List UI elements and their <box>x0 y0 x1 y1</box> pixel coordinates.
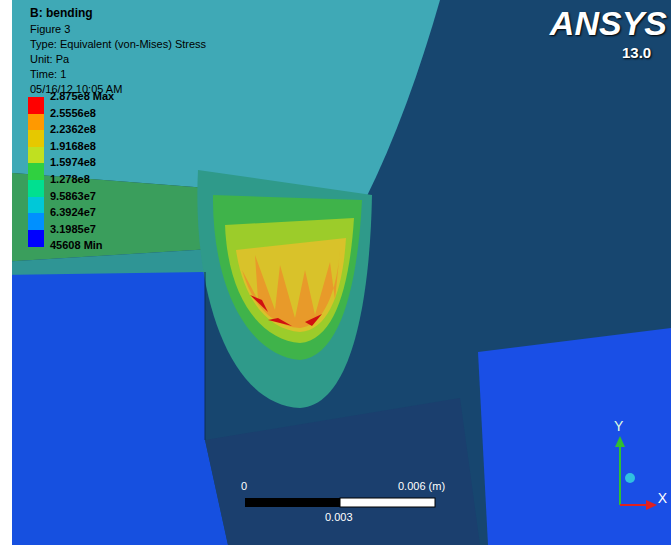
contour-band <box>213 195 362 360</box>
legend-value: 2.2362e8 <box>50 123 96 136</box>
axis-marker <box>625 473 635 483</box>
legend-swatch <box>28 114 44 131</box>
software-version: 13.0 <box>622 44 651 61</box>
legend-value: 6.3924e7 <box>50 206 96 219</box>
axis-line <box>619 445 621 505</box>
legend-swatch <box>28 213 44 230</box>
legend-swatch <box>28 147 44 164</box>
legend-swatch <box>28 163 44 180</box>
legend-value: 2.875e8 Max <box>50 90 114 103</box>
contour-band <box>236 238 346 332</box>
result-title: B: bending <box>30 7 93 21</box>
legend-value: 1.278e8 <box>50 173 90 186</box>
contour-band <box>478 328 671 545</box>
legend-value: 2.5556e8 <box>50 107 96 120</box>
legend-swatch <box>28 97 44 114</box>
scale-value: 0.006 (m) <box>398 480 445 493</box>
page-margin <box>0 0 12 545</box>
axis-label: Y <box>614 418 623 434</box>
legend-swatch <box>28 197 44 214</box>
axis-arrowhead <box>646 500 657 510</box>
software-logo: ANSYS <box>550 4 667 43</box>
time-label: Time: 1 <box>30 68 66 81</box>
contour-band <box>0 272 228 545</box>
scale-value: 0.003 <box>325 511 353 524</box>
axis-label: X <box>658 490 667 506</box>
legend-swatch <box>28 130 44 147</box>
part-face <box>205 398 480 545</box>
contour-band <box>242 250 340 328</box>
legend-value: 3.1985e7 <box>50 223 96 236</box>
stress-peak <box>305 314 322 326</box>
legend-swatch <box>28 180 44 197</box>
legend-min: 45608 Min <box>50 239 103 252</box>
legend-value: 1.5974e8 <box>50 156 96 169</box>
result-type: Type: Equivalent (von-Mises) Stress <box>30 38 206 51</box>
legend-value: 1.9168e8 <box>50 140 96 153</box>
scale-value: 0 <box>241 480 247 493</box>
stress-peak <box>250 295 268 312</box>
contour-band <box>0 0 440 200</box>
legend-swatch <box>28 230 44 247</box>
legend-value: 9.5863e7 <box>50 190 96 203</box>
contour-band <box>225 218 354 343</box>
axis-arrowhead <box>615 436 625 447</box>
figure-label: Figure 3 <box>30 23 70 36</box>
scale-bar <box>340 498 435 507</box>
stress-peak <box>268 318 292 326</box>
contour-band <box>197 170 372 408</box>
axis-line <box>620 504 648 506</box>
part-edge <box>205 272 206 440</box>
unit-label: Unit: Pa <box>30 53 69 66</box>
scale-bar <box>245 498 340 507</box>
